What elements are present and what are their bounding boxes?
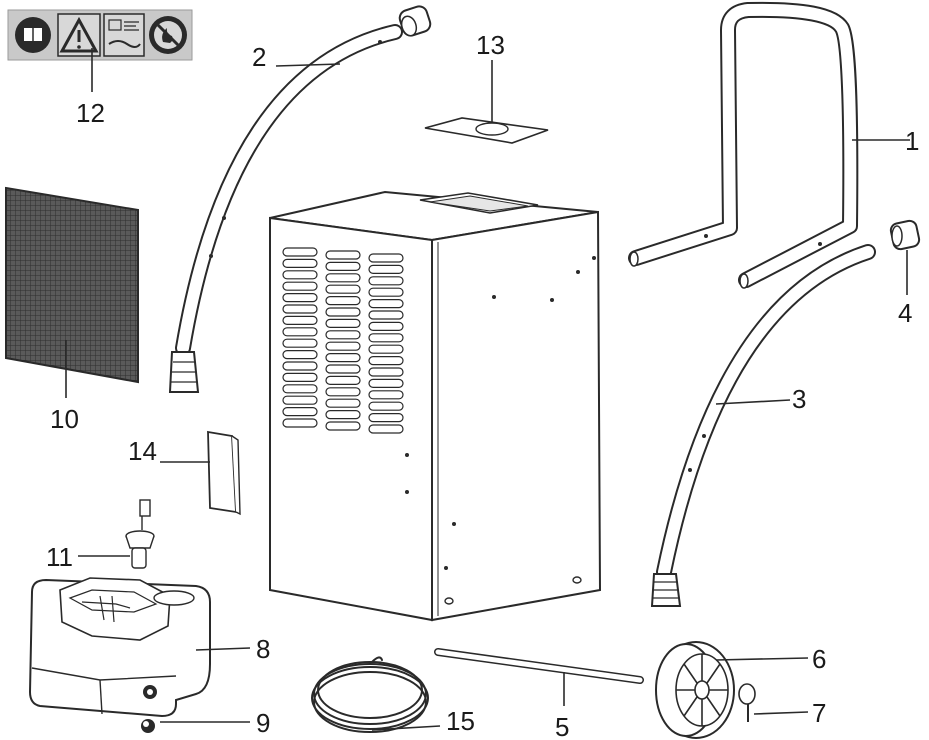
part-number-11: 11 bbox=[46, 542, 73, 572]
grille-slot bbox=[325, 375, 361, 385]
grille-slot bbox=[368, 424, 404, 434]
part-number-12: 12 bbox=[76, 98, 105, 128]
air-filter bbox=[5, 186, 139, 384]
instruction-pictogram-icon bbox=[103, 13, 145, 57]
grille-slot bbox=[325, 398, 361, 408]
grille-slot bbox=[368, 390, 404, 400]
u-shaped-handle bbox=[628, 1, 859, 289]
part-number-10: 10 bbox=[50, 404, 79, 434]
grille-slot bbox=[325, 296, 361, 306]
wheel bbox=[655, 641, 735, 739]
grille-slot bbox=[282, 372, 318, 382]
grille-slot bbox=[325, 284, 361, 294]
part-number-3: 3 bbox=[792, 384, 806, 414]
grille-slot bbox=[368, 413, 404, 423]
grille-slot bbox=[325, 273, 361, 283]
grille-slot bbox=[325, 364, 361, 374]
part-number-4: 4 bbox=[898, 298, 912, 328]
grille-slot bbox=[282, 395, 318, 405]
top-panel-plate bbox=[424, 117, 549, 144]
grille-slot bbox=[368, 344, 404, 354]
grille-slot bbox=[282, 315, 318, 325]
grille-slot bbox=[368, 287, 404, 297]
grille-slot bbox=[282, 384, 318, 394]
grille-slot bbox=[325, 341, 361, 351]
grille-slot bbox=[282, 293, 318, 303]
grille-slot bbox=[368, 356, 404, 366]
part-number-7: 7 bbox=[812, 698, 826, 728]
grille-slot bbox=[325, 318, 361, 328]
tube-end-cap-2 bbox=[398, 5, 432, 37]
grille-slot bbox=[282, 361, 318, 371]
water-tank bbox=[28, 577, 211, 718]
part-number-2: 2 bbox=[252, 42, 266, 72]
grille-slot bbox=[282, 327, 318, 337]
grille-slot bbox=[325, 250, 361, 260]
tube-end-cap-4 bbox=[889, 219, 921, 251]
grille-slot bbox=[325, 421, 361, 431]
grille-slot bbox=[368, 378, 404, 388]
grille-slot bbox=[325, 410, 361, 420]
grille-slot bbox=[325, 387, 361, 397]
warning-triangle-icon bbox=[57, 13, 101, 57]
part-number-5: 5 bbox=[555, 712, 569, 740]
grille-slot bbox=[282, 407, 318, 417]
grille-slot bbox=[368, 276, 404, 286]
part-number-6: 6 bbox=[812, 644, 826, 674]
grille-slot bbox=[368, 401, 404, 411]
right-support-tube bbox=[650, 244, 876, 607]
grille-slot bbox=[282, 338, 318, 348]
grille-slot bbox=[368, 367, 404, 377]
read-manual-icon bbox=[15, 17, 51, 53]
grille-slot bbox=[368, 310, 404, 320]
part-number-8: 8 bbox=[256, 634, 270, 664]
dehumidifier-housing bbox=[269, 190, 602, 622]
air-inlet-grille bbox=[282, 247, 404, 434]
float-switch bbox=[125, 499, 155, 569]
grille-slot bbox=[282, 258, 318, 268]
grille-slot bbox=[282, 304, 318, 314]
left-support-tube bbox=[168, 24, 403, 393]
part-number-9: 9 bbox=[256, 708, 270, 738]
grille-slot bbox=[325, 353, 361, 363]
wheel-pin bbox=[738, 683, 756, 722]
grille-slot bbox=[325, 261, 361, 271]
grille-slot bbox=[325, 307, 361, 317]
grille-slot bbox=[282, 281, 318, 291]
grille-slot bbox=[282, 247, 318, 257]
grille-slot bbox=[368, 321, 404, 331]
part-number-13: 13 bbox=[476, 30, 505, 60]
part-number-15: 15 bbox=[446, 706, 475, 736]
float-block bbox=[207, 430, 241, 516]
grille-slot bbox=[368, 299, 404, 309]
wheel-axle bbox=[434, 648, 644, 684]
grille-slot bbox=[368, 253, 404, 263]
grille-slot bbox=[368, 333, 404, 343]
warning-label-strip bbox=[7, 9, 193, 61]
no-fire-icon bbox=[149, 16, 187, 54]
grille-slot bbox=[282, 418, 318, 428]
grille-slot bbox=[368, 264, 404, 274]
coiled-drain-hose bbox=[311, 656, 429, 733]
part-number-1: 1 bbox=[905, 126, 919, 156]
drain-plug bbox=[141, 719, 155, 733]
grille-slot bbox=[282, 270, 318, 280]
part-number-14: 14 bbox=[128, 436, 157, 466]
grille-slot bbox=[325, 330, 361, 340]
grille-slot bbox=[282, 350, 318, 360]
